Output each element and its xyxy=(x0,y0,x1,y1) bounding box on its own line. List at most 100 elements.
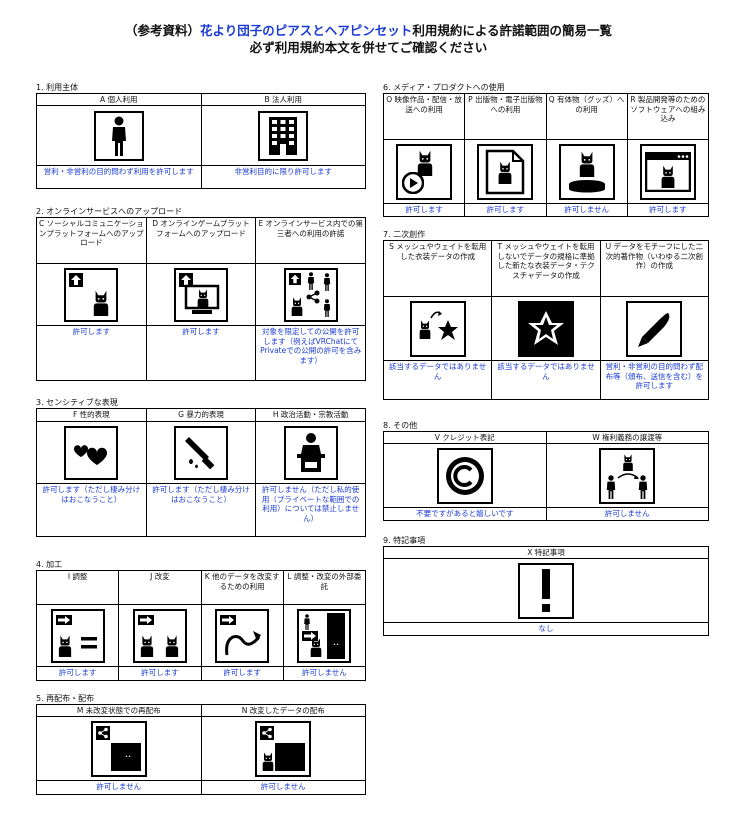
header-line2: 必ず利用規約本文を併せてご確認ください xyxy=(249,40,488,55)
section-4: 4. 加工 I 調整 許可します J 改変 許可します K 他のデータを改変する… xyxy=(36,559,366,681)
item-label: C ソーシャルコミュニケーションプラットフォームへのアップロード xyxy=(37,218,146,264)
item-l: L 調整・改変の外部委託 許可しません xyxy=(282,571,365,680)
section-title: 6. メディア・プロダクトへの使用 xyxy=(383,83,505,92)
item-w: W 権利義務の譲渡等 許可しません xyxy=(545,432,708,520)
item-result: 許可しません xyxy=(301,668,347,677)
section-5: 5. 再配布・配布 M 未改変状態での再配布 許可しません N 改変したデータの… xyxy=(36,693,366,795)
item-s: S メッシュやウェイトを転用した衣装データの作成 該当するデータではありません xyxy=(384,241,492,399)
item-result: 許可します（ただし棲み分けはおこなうこと） xyxy=(152,485,250,504)
item-result: 許可しません（ただし私的使用（プライベートな範囲での利用）については禁止しません… xyxy=(261,485,360,523)
item-m: M 未改変状態での再配布 許可しません xyxy=(37,705,201,794)
redistribute-icon xyxy=(90,720,147,777)
section-grid: X 特記事項 なし xyxy=(383,546,709,636)
podium-icon xyxy=(283,425,338,480)
item-p: P 出版物・電子出版物への利用 許可します xyxy=(464,94,546,216)
item-result: 営利・非営利の目的問わず配布等（頒布、送信を含む）を許可します xyxy=(605,362,704,390)
section-title: 1. 利用主体 xyxy=(36,83,79,92)
software-icon xyxy=(639,143,696,200)
item-result: 許可しません xyxy=(96,782,142,791)
item-result: 営利・非営利の目的問わず利用を許可します xyxy=(43,167,194,176)
section-title: 2. オンラインサービスへのアップロード xyxy=(36,207,183,216)
item-d: D オンラインゲームプラットフォームへのアップロード 許可します xyxy=(145,218,256,380)
item-label: G 暴力的表現 xyxy=(146,409,256,422)
item-label: O 映像作品・配信・放送への利用 xyxy=(384,94,465,140)
section-grid: I 調整 許可します J 改変 許可します K 他のデータを改変するための利用 xyxy=(36,570,366,681)
item-result: 非営利目的に限り許可します xyxy=(234,167,333,176)
new-costume-icon xyxy=(517,300,574,357)
pen-icon xyxy=(626,300,683,357)
item-result: 許可します xyxy=(486,205,525,214)
item-n: N 改変したデータの配布 許可しません xyxy=(200,705,365,794)
item-label: I 調整 xyxy=(37,571,119,605)
item-label: X 特記事項 xyxy=(384,547,708,559)
exclamation-icon xyxy=(518,562,574,619)
item-result: 許可します xyxy=(405,205,443,214)
section-grid: O 映像作品・配信・放送への利用 許可します P 出版物・電子出版物への利用 許… xyxy=(383,93,709,217)
section-7: 7. 二次創作 S メッシュやウェイトを転用した衣装データの作成 該当するデータ… xyxy=(383,229,709,400)
item-result: 許可します xyxy=(72,327,111,336)
item-result: 許可します xyxy=(649,205,687,214)
item-c: C ソーシャルコミュニケーションプラットフォームへのアップロード 許可します xyxy=(37,218,146,380)
item-t: T メッシュやウェイトを転用しないでデータの規格に準拠した新たな衣装データ・テク… xyxy=(491,241,600,399)
item-e: E オンラインサービス内での第三者への利用の許諾 対象を限定しての公開を許可しま… xyxy=(255,218,366,380)
section-2: 2. オンラインサービスへのアップロード C ソーシャルコミュニケーションプラッ… xyxy=(36,206,366,381)
item-result: 許可します xyxy=(182,327,220,336)
item-result: 不要ですがあると嬉しいです xyxy=(416,509,514,518)
copyright-icon xyxy=(436,447,493,504)
section-8: 8. その他 V クレジット表記 不要ですがあると嬉しいです W 権利義務の譲渡… xyxy=(383,420,709,521)
item-a: A 個人利用 営利・非営利の目的問わず利用を許可します xyxy=(37,94,201,188)
modify-icon xyxy=(132,608,187,663)
item-result: 許可しません xyxy=(260,782,306,791)
section-title: 5. 再配布・配布 xyxy=(36,694,95,703)
section-title: 7. 二次創作 xyxy=(383,230,426,239)
item-v: V クレジット表記 不要ですがあると嬉しいです xyxy=(384,432,546,520)
item-result: 対象を限定しての公開を許可します（例えばVRChatにてPrivateでの公開の… xyxy=(260,327,362,365)
item-result: なし xyxy=(538,624,554,633)
figure-goods-icon xyxy=(558,143,615,200)
item-label: E オンラインサービス内での第三者への利用の許諾 xyxy=(256,218,366,264)
adjust-icon xyxy=(50,608,105,663)
item-label: J 改変 xyxy=(119,571,201,605)
section-grid: F 性的表現 許可します（ただし棲み分けはおこなうこと） G 暴力的表現 許可し… xyxy=(36,408,366,537)
item-result: 許可します xyxy=(223,668,261,677)
section-9: 9. 特記事項 X 特記事項 なし xyxy=(383,535,709,636)
section-title: 4. 加工 xyxy=(36,560,63,569)
item-label: T メッシュやウェイトを転用しないでデータの規格に準拠した新たな衣装データ・テク… xyxy=(492,241,600,297)
item-label: M 未改変状態での再配布 xyxy=(37,705,201,717)
page-header: （参考資料）花より団子のピアスとヘアピンセット利用規約による許諾範囲の簡易一覧 … xyxy=(0,22,737,56)
item-o: O 映像作品・配信・放送への利用 許可します xyxy=(384,94,465,216)
item-x: X 特記事項 なし xyxy=(384,547,708,635)
item-h: H 政治活動・宗教活動 許可しません（ただし私的使用（プライベートな範囲での利用… xyxy=(255,409,366,536)
section-6: 6. メディア・プロダクトへの使用 O 映像作品・配信・放送への利用 許可します… xyxy=(383,82,709,217)
item-label: R 製品開発等のためのソフトウェアへの組み込み xyxy=(627,94,708,140)
item-label: N 改変したデータの配布 xyxy=(201,705,365,717)
item-result: 該当するデータではありません xyxy=(389,362,487,381)
section-grid: A 個人利用 営利・非営利の目的問わず利用を許可します B 法人利用 非営利目的… xyxy=(36,93,366,189)
section-3: 3. センシティブな表現 F 性的表現 許可します（ただし棲み分けはおこなうこと… xyxy=(36,397,366,537)
item-label: H 政治活動・宗教活動 xyxy=(256,409,366,422)
item-label: D オンラインゲームプラットフォームへのアップロード xyxy=(146,218,256,264)
item-r: R 製品開発等のためのソフトウェアへの組み込み 許可します xyxy=(626,94,708,216)
item-label: S メッシュやウェイトを転用した衣装データの作成 xyxy=(384,241,492,297)
upload-social-icon xyxy=(64,267,119,322)
knife-icon xyxy=(174,425,228,480)
modify-other-icon xyxy=(215,608,270,663)
item-result: 許可しません xyxy=(564,205,610,214)
item-i: I 調整 許可します xyxy=(37,571,119,680)
item-result: 該当するデータではありません xyxy=(497,362,595,381)
item-label: U データをモチーフにした二次的著作物（いわゆる二次創作）の作成 xyxy=(600,241,708,297)
publication-icon xyxy=(477,143,534,200)
section-1: 1. 利用主体 A 個人利用 営利・非営利の目的問わず利用を許可します B 法人… xyxy=(36,82,366,189)
header-link[interactable]: 花より団子のピアスとヘアピンセット xyxy=(200,23,413,38)
outsource-icon xyxy=(297,608,352,663)
transfer-icon xyxy=(599,447,656,504)
header-line1: （参考資料）花より団子のピアスとヘアピンセット利用規約による許諾範囲の簡易一覧 xyxy=(125,23,612,38)
item-q: Q 有体物（グッズ）への利用 許可しません xyxy=(545,94,627,216)
item-result: 許可します（ただし棲み分けはおこなうこと） xyxy=(42,485,141,504)
item-j: J 改変 許可します xyxy=(118,571,201,680)
section-grid: C ソーシャルコミュニケーションプラットフォームへのアップロード 許可します D… xyxy=(36,217,366,381)
item-k: K 他のデータを改変するための利用 許可します xyxy=(200,571,283,680)
item-label: F 性的表現 xyxy=(37,409,146,422)
item-f: F 性的表現 許可します（ただし棲み分けはおこなうこと） xyxy=(37,409,146,536)
upload-game-icon xyxy=(174,267,228,322)
